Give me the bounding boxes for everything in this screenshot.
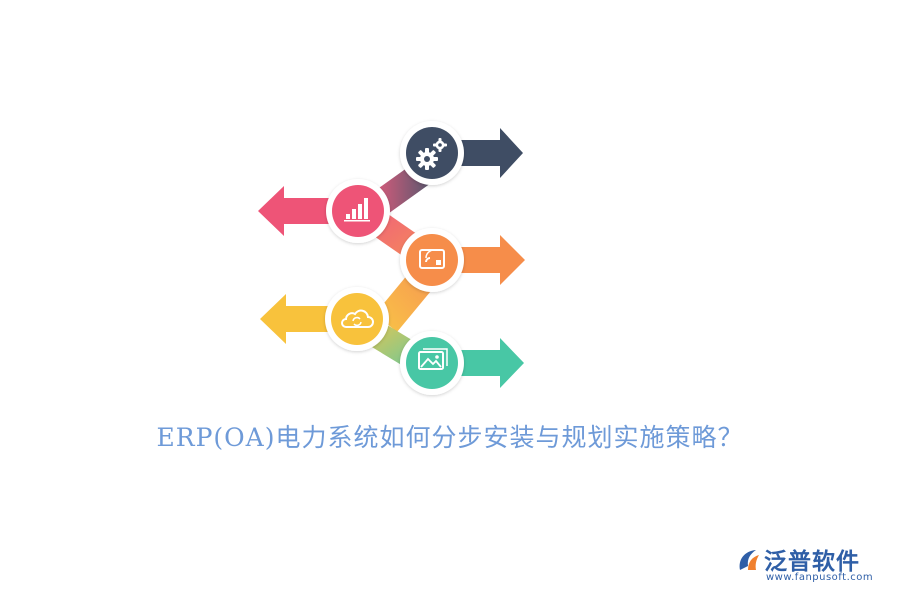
step-node-5 [400,331,464,395]
step-node-1 [400,121,464,185]
fanpu-logo-icon [739,550,759,570]
brand-logo: 泛普软件 www.fanpusoft.com [734,542,884,588]
brand-site: www.fanpusoft.com [766,572,874,583]
brand-name: 泛普软件 [764,549,860,575]
bar-chart-icon [344,198,370,222]
step-node-4 [325,287,389,351]
gallery-icon [418,348,448,370]
page-title: ERP(OA)电力系统如何分步安装与规划实施策略？ [156,423,744,452]
gears-icon [416,138,447,170]
presentation-icon [419,249,445,269]
step-node-3 [400,228,464,292]
step-node-2 [326,179,390,243]
cloud-sync-icon [341,309,374,328]
